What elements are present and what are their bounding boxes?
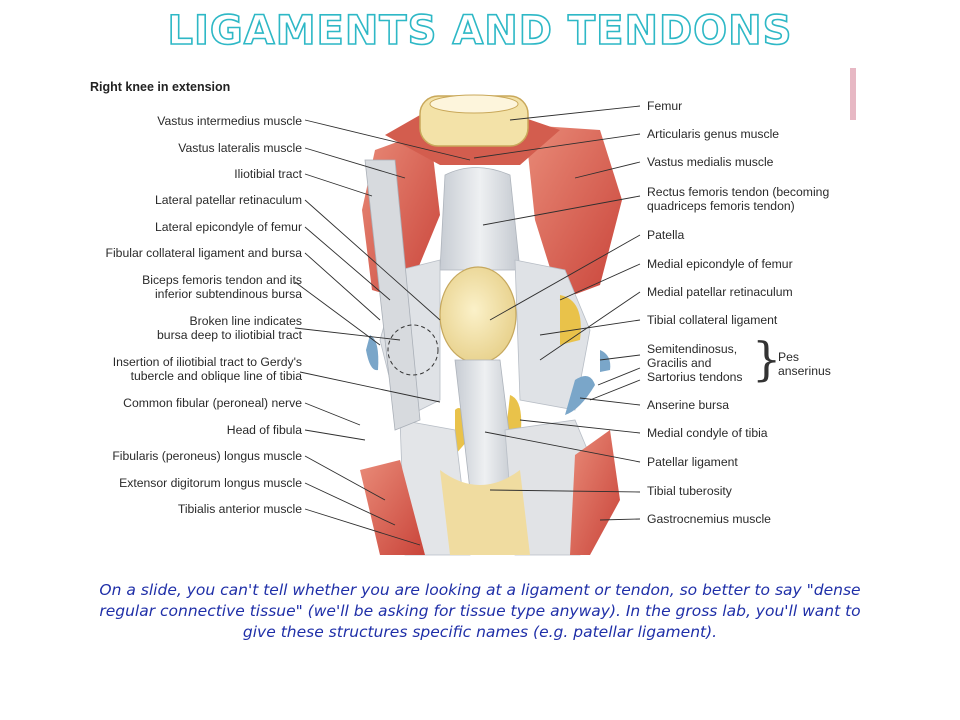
label-sartorius: Sartorius tendons [647,370,743,384]
label-lateral-epicondyle: Lateral epicondyle of femur [154,220,302,234]
gastrocnemius-shape [570,430,620,555]
patellar-ligament-shape [454,359,516,491]
label-biceps-femoris-2: inferior subtendinous bursa [154,287,302,301]
label-gerdy-2: tubercle and oblique line of tibia [130,369,302,383]
label-articularis-genus: Articularis genus muscle [647,127,780,141]
label-rectus-femoris-1: Rectus femoris tendon (becoming [647,185,830,199]
caption: On a slide, you can't tell whether you a… [30,580,930,643]
label-vastus-lateralis: Vastus lateralis muscle [178,141,302,155]
label-femur: Femur [647,99,683,113]
pes-anserinus-brace: } [752,332,782,386]
decorative-bar [850,68,856,120]
label-patellar-ligament: Patellar ligament [647,455,738,469]
label-broken-line-2: bursa deep to iliotibial tract [157,328,302,342]
patella-shape [439,266,517,364]
label-tibial-collateral-ligament: Tibial collateral ligament [647,313,778,327]
label-fibular-collateral-ligament: Fibular collateral ligament and bursa [105,246,302,260]
label-medial-epicondyle: Medial epicondyle of femur [647,257,793,271]
figure-heading: Right knee in extension [90,80,231,94]
deep-bursa-outline [387,324,439,376]
label-common-fibular-nerve: Common fibular (peroneal) nerve [123,396,302,410]
label-tibialis-anterior: Tibialis anterior muscle [177,502,302,516]
slide-title: LIGAMENTS AND TENDONS [167,7,793,55]
label-extensor-digitorum: Extensor digitorum longus muscle [119,476,302,490]
vastus-medialis-shape [525,125,622,300]
label-gracilis: Gracilis and [647,356,712,370]
caption-line-2: regular connective tissue" (we'll be ask… [99,602,861,620]
quadriceps-tendon-shape [439,167,521,271]
label-tibial-tuberosity: Tibial tuberosity [647,484,732,498]
label-broken-line-1: Broken line indicates [189,314,302,328]
caption-line-1: On a slide, you can't tell whether you a… [99,581,861,599]
label-head-of-fibula: Head of fibula [226,423,302,437]
label-vastus-intermedius: Vastus intermedius muscle [157,114,302,128]
label-medial-patellar-retinaculum: Medial patellar retinaculum [647,285,793,299]
label-fibularis-longus: Fibularis (peroneus) longus muscle [112,449,302,463]
label-anserine-bursa: Anserine bursa [647,398,729,412]
label-biceps-femoris-1: Biceps femoris tendon and its [142,273,302,287]
label-gastrocnemius: Gastrocnemius muscle [647,512,771,526]
label-patella: Patella [647,228,685,242]
label-medial-condyle-tibia: Medial condyle of tibia [647,426,768,440]
label-pes-anserinus: Pes anserinus [778,350,831,378]
anserine-bursa-shape [565,376,595,415]
label-lateral-patellar-retinaculum: Lateral patellar retinaculum [154,193,302,207]
caption-line-3: give these structures specific names (e.… [242,623,718,641]
bursa-lateral-shape [366,335,379,371]
label-gerdy-1: Insertion of iliotibial tract to Gerdy's [112,355,302,369]
label-vastus-medialis: Vastus medialis muscle [647,155,774,169]
label-iliotibial-tract: Iliotibial tract [234,167,302,181]
label-rectus-femoris-2: quadriceps femoris tendon) [647,199,795,213]
label-semitendinosus: Semitendinosus, [647,342,738,356]
